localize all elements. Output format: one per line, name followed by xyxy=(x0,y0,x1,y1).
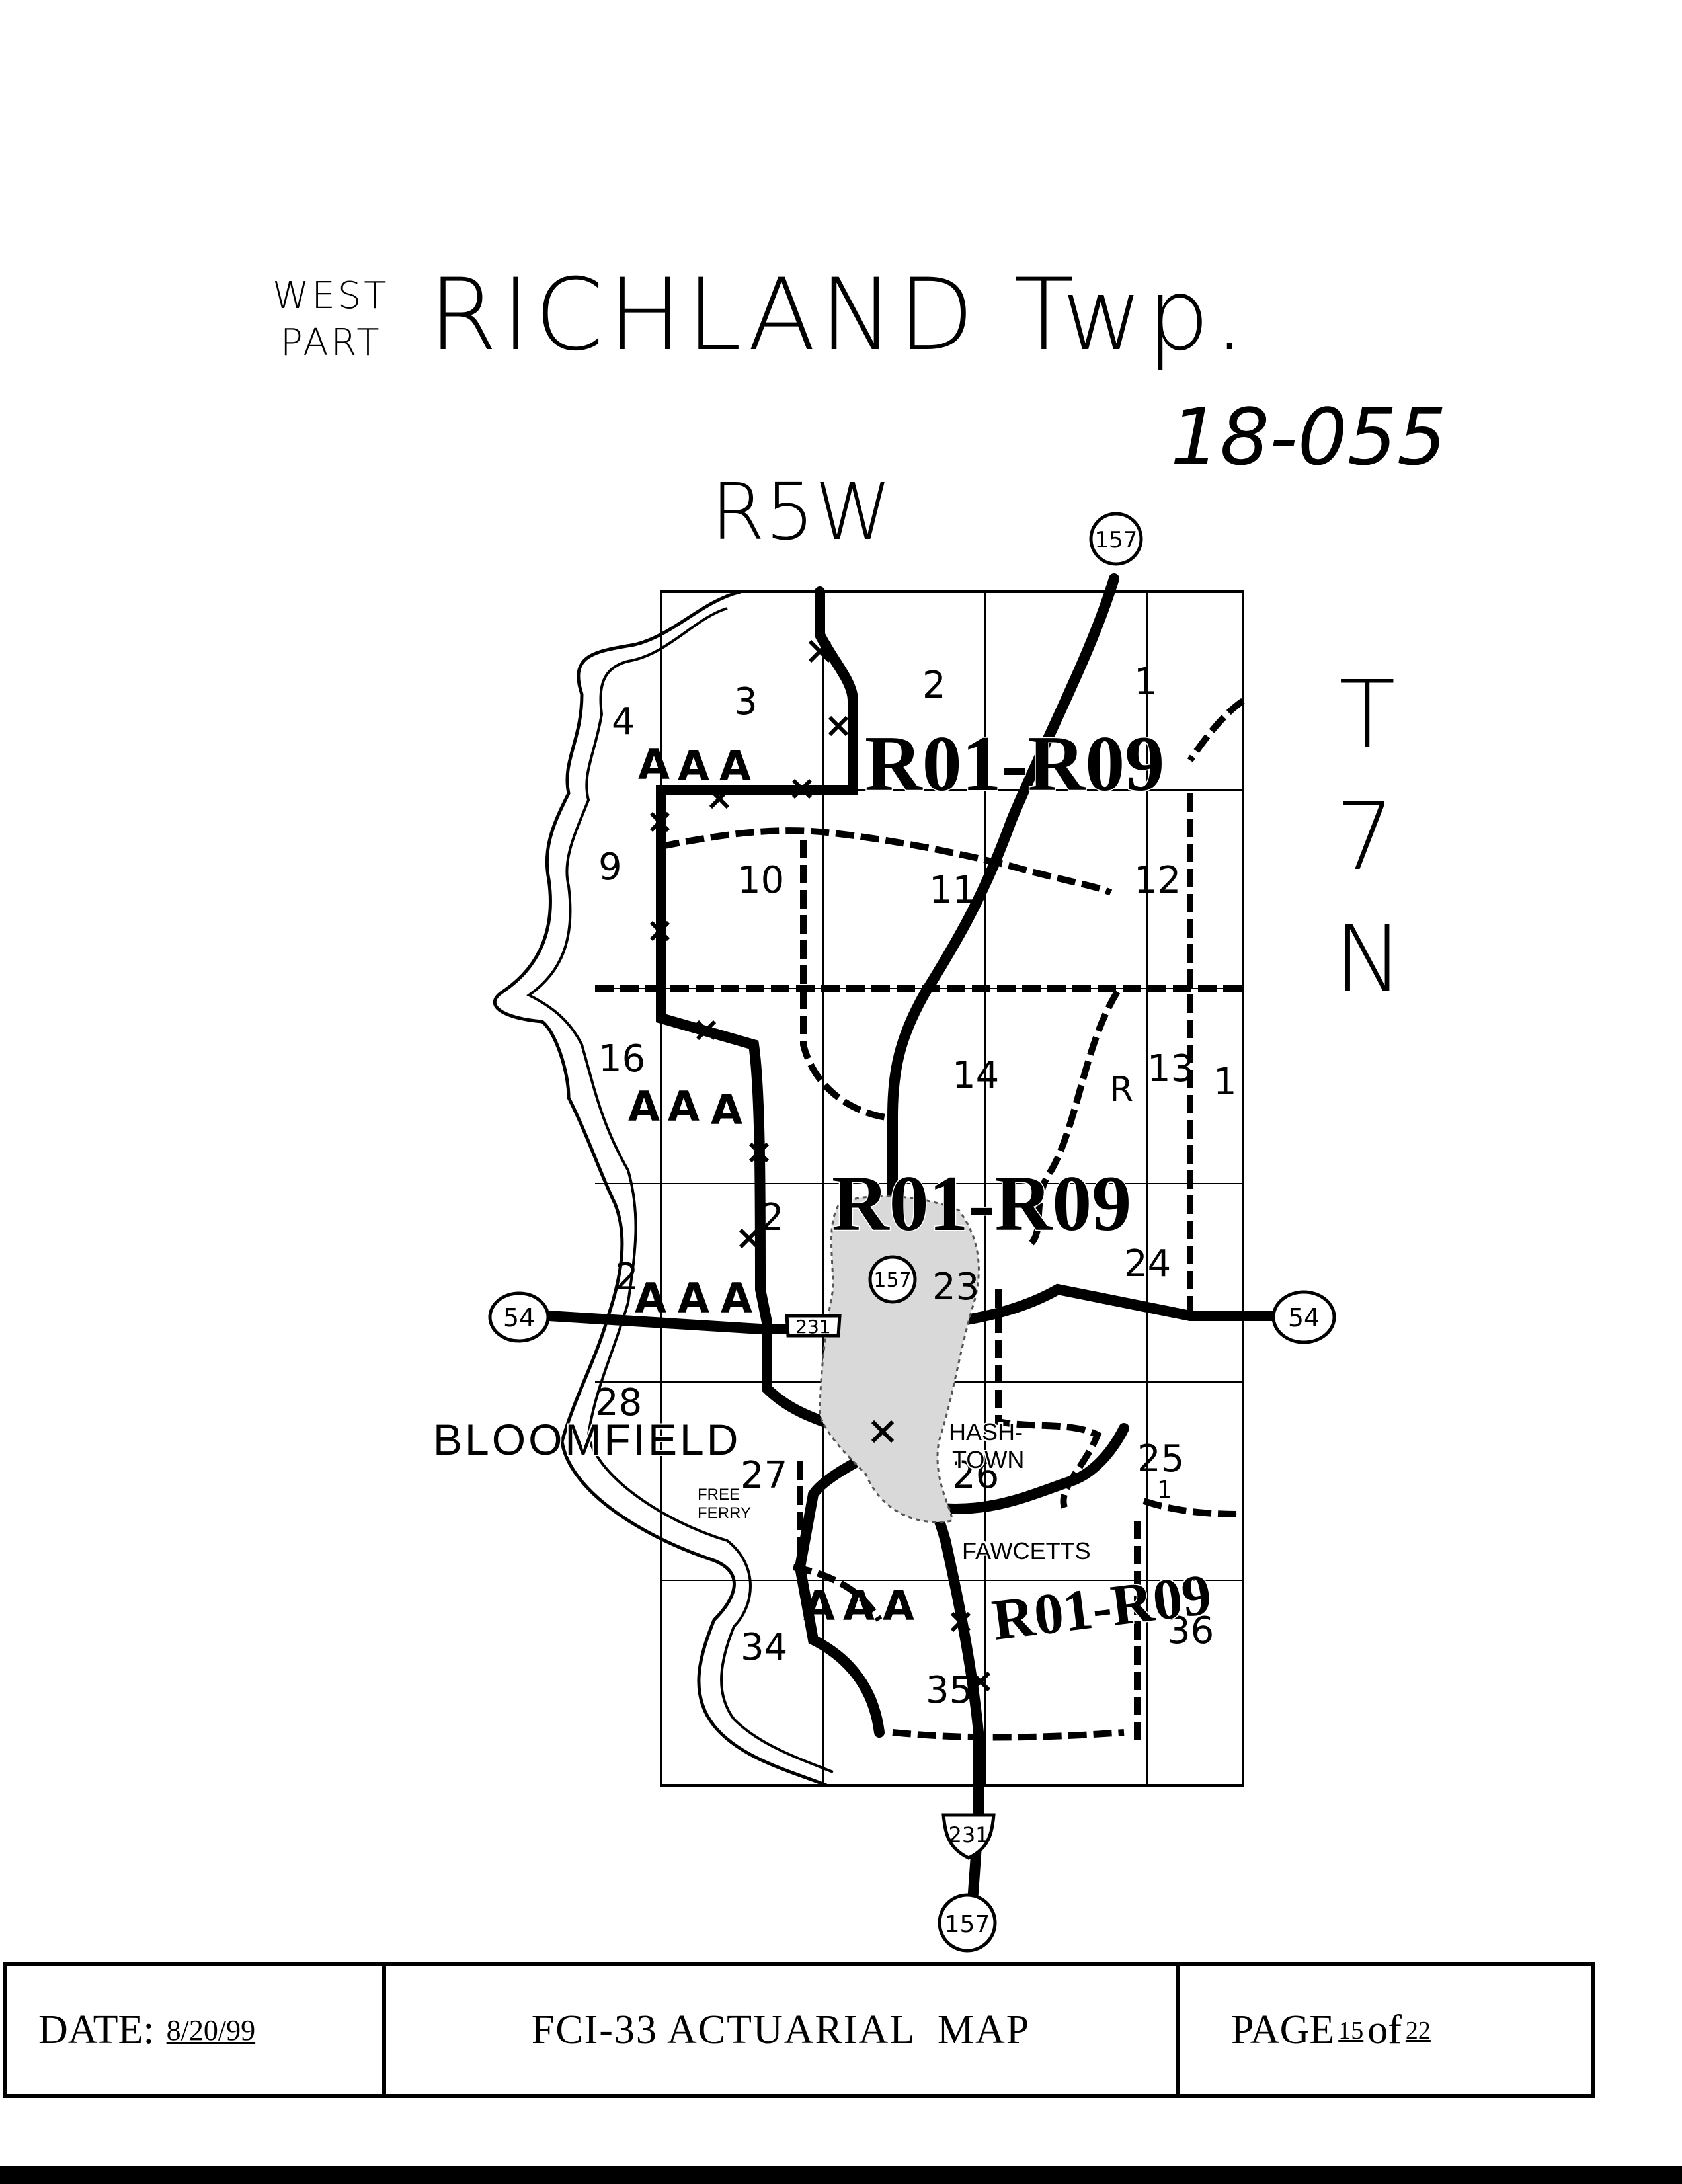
river-bank-inner xyxy=(526,607,834,1773)
section-number: 25 xyxy=(1137,1437,1184,1480)
place-hashtown-2: TOWN xyxy=(952,1446,1024,1473)
shield-label: 157 xyxy=(873,1269,911,1292)
shield-157-south: 157 xyxy=(938,1893,997,1953)
shield-label: 157 xyxy=(945,1911,990,1938)
misc-marks: R 1 xyxy=(1109,1070,1172,1504)
shield-label: 157 xyxy=(1095,527,1138,553)
area-mark: A xyxy=(803,1582,835,1630)
river-bank-outer xyxy=(493,590,827,1787)
secondary-roads xyxy=(595,698,1245,1746)
page-label: PAGE xyxy=(1231,2007,1335,2052)
section-number: 1 xyxy=(1134,661,1158,704)
section-number: 4 xyxy=(612,700,635,743)
shield-157-center: 157 xyxy=(868,1255,917,1304)
section-number: 28 xyxy=(595,1381,642,1424)
shield-54-east: 54 xyxy=(1271,1290,1336,1344)
area-mark: A xyxy=(721,1274,752,1322)
shield-label: 231 xyxy=(795,1316,830,1338)
shield-54-west: 54 xyxy=(488,1291,550,1343)
bottom-border xyxy=(0,2166,1682,2184)
place-hashtown-1: HASH- xyxy=(949,1418,1023,1445)
area-mark: A xyxy=(711,1086,742,1134)
misc-r: R xyxy=(1109,1070,1133,1110)
footer-title-block: DATE: 8/20/99 FCI-33 ACTUARIAL MAP PAGE … xyxy=(3,1962,1595,2098)
range-label: R5W xyxy=(711,466,892,557)
date-value: 8/20/99 xyxy=(166,2014,256,2046)
section-number: 11 xyxy=(929,869,976,912)
section-number: 2 xyxy=(615,1256,639,1299)
crossing-marks xyxy=(649,639,991,1692)
area-mark: A xyxy=(719,742,751,790)
section-number: 12 xyxy=(1134,859,1181,902)
black-route-north xyxy=(656,586,898,1440)
shield-231-center: 231 xyxy=(785,1314,842,1338)
footer-title-cell: FCI-33 ACTUARIAL MAP xyxy=(386,1966,1180,2094)
area-mark: A xyxy=(638,741,670,789)
section-number: 2 xyxy=(760,1196,784,1239)
section-number: 2 xyxy=(922,664,946,707)
township-code: 18-055 xyxy=(1170,391,1447,483)
shield-157-north: 157 xyxy=(1089,512,1143,566)
shield-label: 54 xyxy=(1288,1303,1320,1332)
part-label-part: PART xyxy=(280,321,382,364)
page-total: 22 xyxy=(1405,2016,1431,2044)
area-mark: A xyxy=(883,1582,914,1630)
area-mark: A xyxy=(678,742,709,790)
section-numbers: 1 2 3 4 9 10 11 12 13 14 16 23 24 25 26 … xyxy=(595,661,1237,1712)
rate-labels: R01-R09 R01-R09 R01-R09 xyxy=(831,719,1216,1654)
section-number: 13 xyxy=(1147,1047,1194,1090)
shield-label: 231 xyxy=(948,1822,988,1847)
date-label: DATE: xyxy=(38,2007,155,2052)
rate-label: R01-R09 xyxy=(832,1159,1131,1247)
township-map: 1 2 3 4 9 10 11 12 13 14 16 23 24 25 26 … xyxy=(432,512,1336,1953)
tier-digit-7: 7 xyxy=(1336,784,1395,891)
shield-231-south: 231 xyxy=(941,1813,996,1860)
section-number: 16 xyxy=(598,1037,645,1080)
place-bloomfield: BLOOMFIELD xyxy=(433,1415,741,1464)
section-number: 27 xyxy=(741,1454,787,1497)
area-mark: A xyxy=(668,1082,700,1131)
place-names: BLOOMFIELD HASH- TOWN FAWCETTS FREE FERR… xyxy=(432,1414,1092,1566)
page-number: 15 xyxy=(1338,2016,1364,2044)
page-of: of xyxy=(1367,2007,1402,2052)
area-mark: A xyxy=(635,1274,666,1322)
tier-letter-n: N xyxy=(1334,906,1404,1014)
map-title: FCI-33 ACTUARIAL MAP xyxy=(531,2007,1031,2052)
highway-157-north xyxy=(887,573,1119,1301)
highways xyxy=(543,573,1288,1916)
section-number: 14 xyxy=(952,1054,999,1097)
area-marks: A A A A A A A A A A A A xyxy=(628,741,914,1630)
place-fawcetts: FAWCETTS xyxy=(962,1537,1091,1564)
part-label-west: WEST xyxy=(272,274,389,317)
route-shields: 157 157 157 54 54 231 231 xyxy=(488,512,1336,1953)
section-number: 35 xyxy=(926,1669,973,1712)
section-number: 23 xyxy=(932,1266,979,1309)
footer-page-cell: PAGE 15 of 22 xyxy=(1180,1966,1591,2094)
area-mark: A xyxy=(843,1582,875,1630)
footer-date-cell: DATE: 8/20/99 xyxy=(7,1966,386,2094)
shield-label: 54 xyxy=(503,1303,535,1332)
section-number: 34 xyxy=(741,1626,787,1669)
area-mark: A xyxy=(678,1274,709,1322)
tier-letter-t: T xyxy=(1339,661,1396,769)
rate-label: R01-R09 xyxy=(865,719,1164,807)
section-number: 26 xyxy=(952,1454,999,1497)
section-number: 36 xyxy=(1167,1609,1214,1652)
section-number: 10 xyxy=(737,859,784,902)
area-mark: A xyxy=(628,1082,660,1131)
section-number: 24 xyxy=(1124,1242,1171,1285)
section-number: 9 xyxy=(598,846,622,889)
misc-1: 1 xyxy=(1157,1476,1172,1504)
place-ferry: FERRY xyxy=(698,1504,751,1522)
section-number: 1 xyxy=(1213,1061,1237,1104)
section-number: 3 xyxy=(734,680,758,723)
place-free: FREE xyxy=(698,1486,740,1504)
hashtown-loop xyxy=(927,1423,1129,1514)
township-title: RICHLAND Twp. xyxy=(428,258,1250,373)
